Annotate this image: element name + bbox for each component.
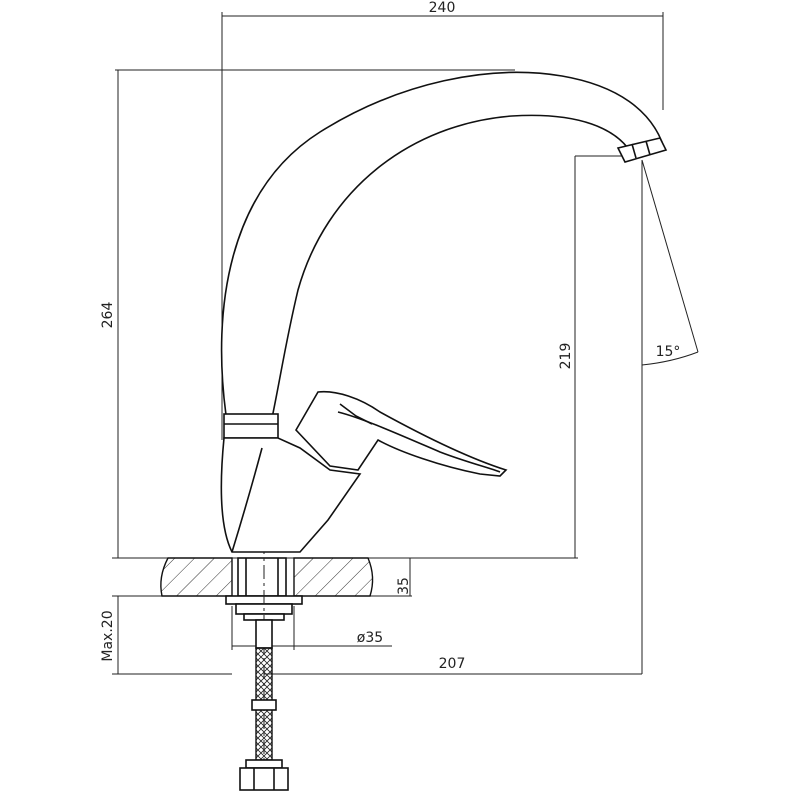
- dim-spout-reach: 207: [439, 656, 466, 672]
- dim-max-counter: Max.20: [100, 610, 116, 661]
- dim-diameter: ø35: [357, 630, 383, 646]
- dim-overall-width: 240: [429, 0, 456, 16]
- dim-base-thickness: 35: [396, 577, 412, 595]
- dim-overall-height: 264: [100, 302, 116, 329]
- faucet-body: [220, 71, 668, 553]
- dim-spout-angle: 15°: [656, 344, 681, 360]
- dim-spout-height: 219: [558, 343, 574, 370]
- counter-top: [160, 557, 374, 597]
- flex-hose: [239, 619, 289, 791]
